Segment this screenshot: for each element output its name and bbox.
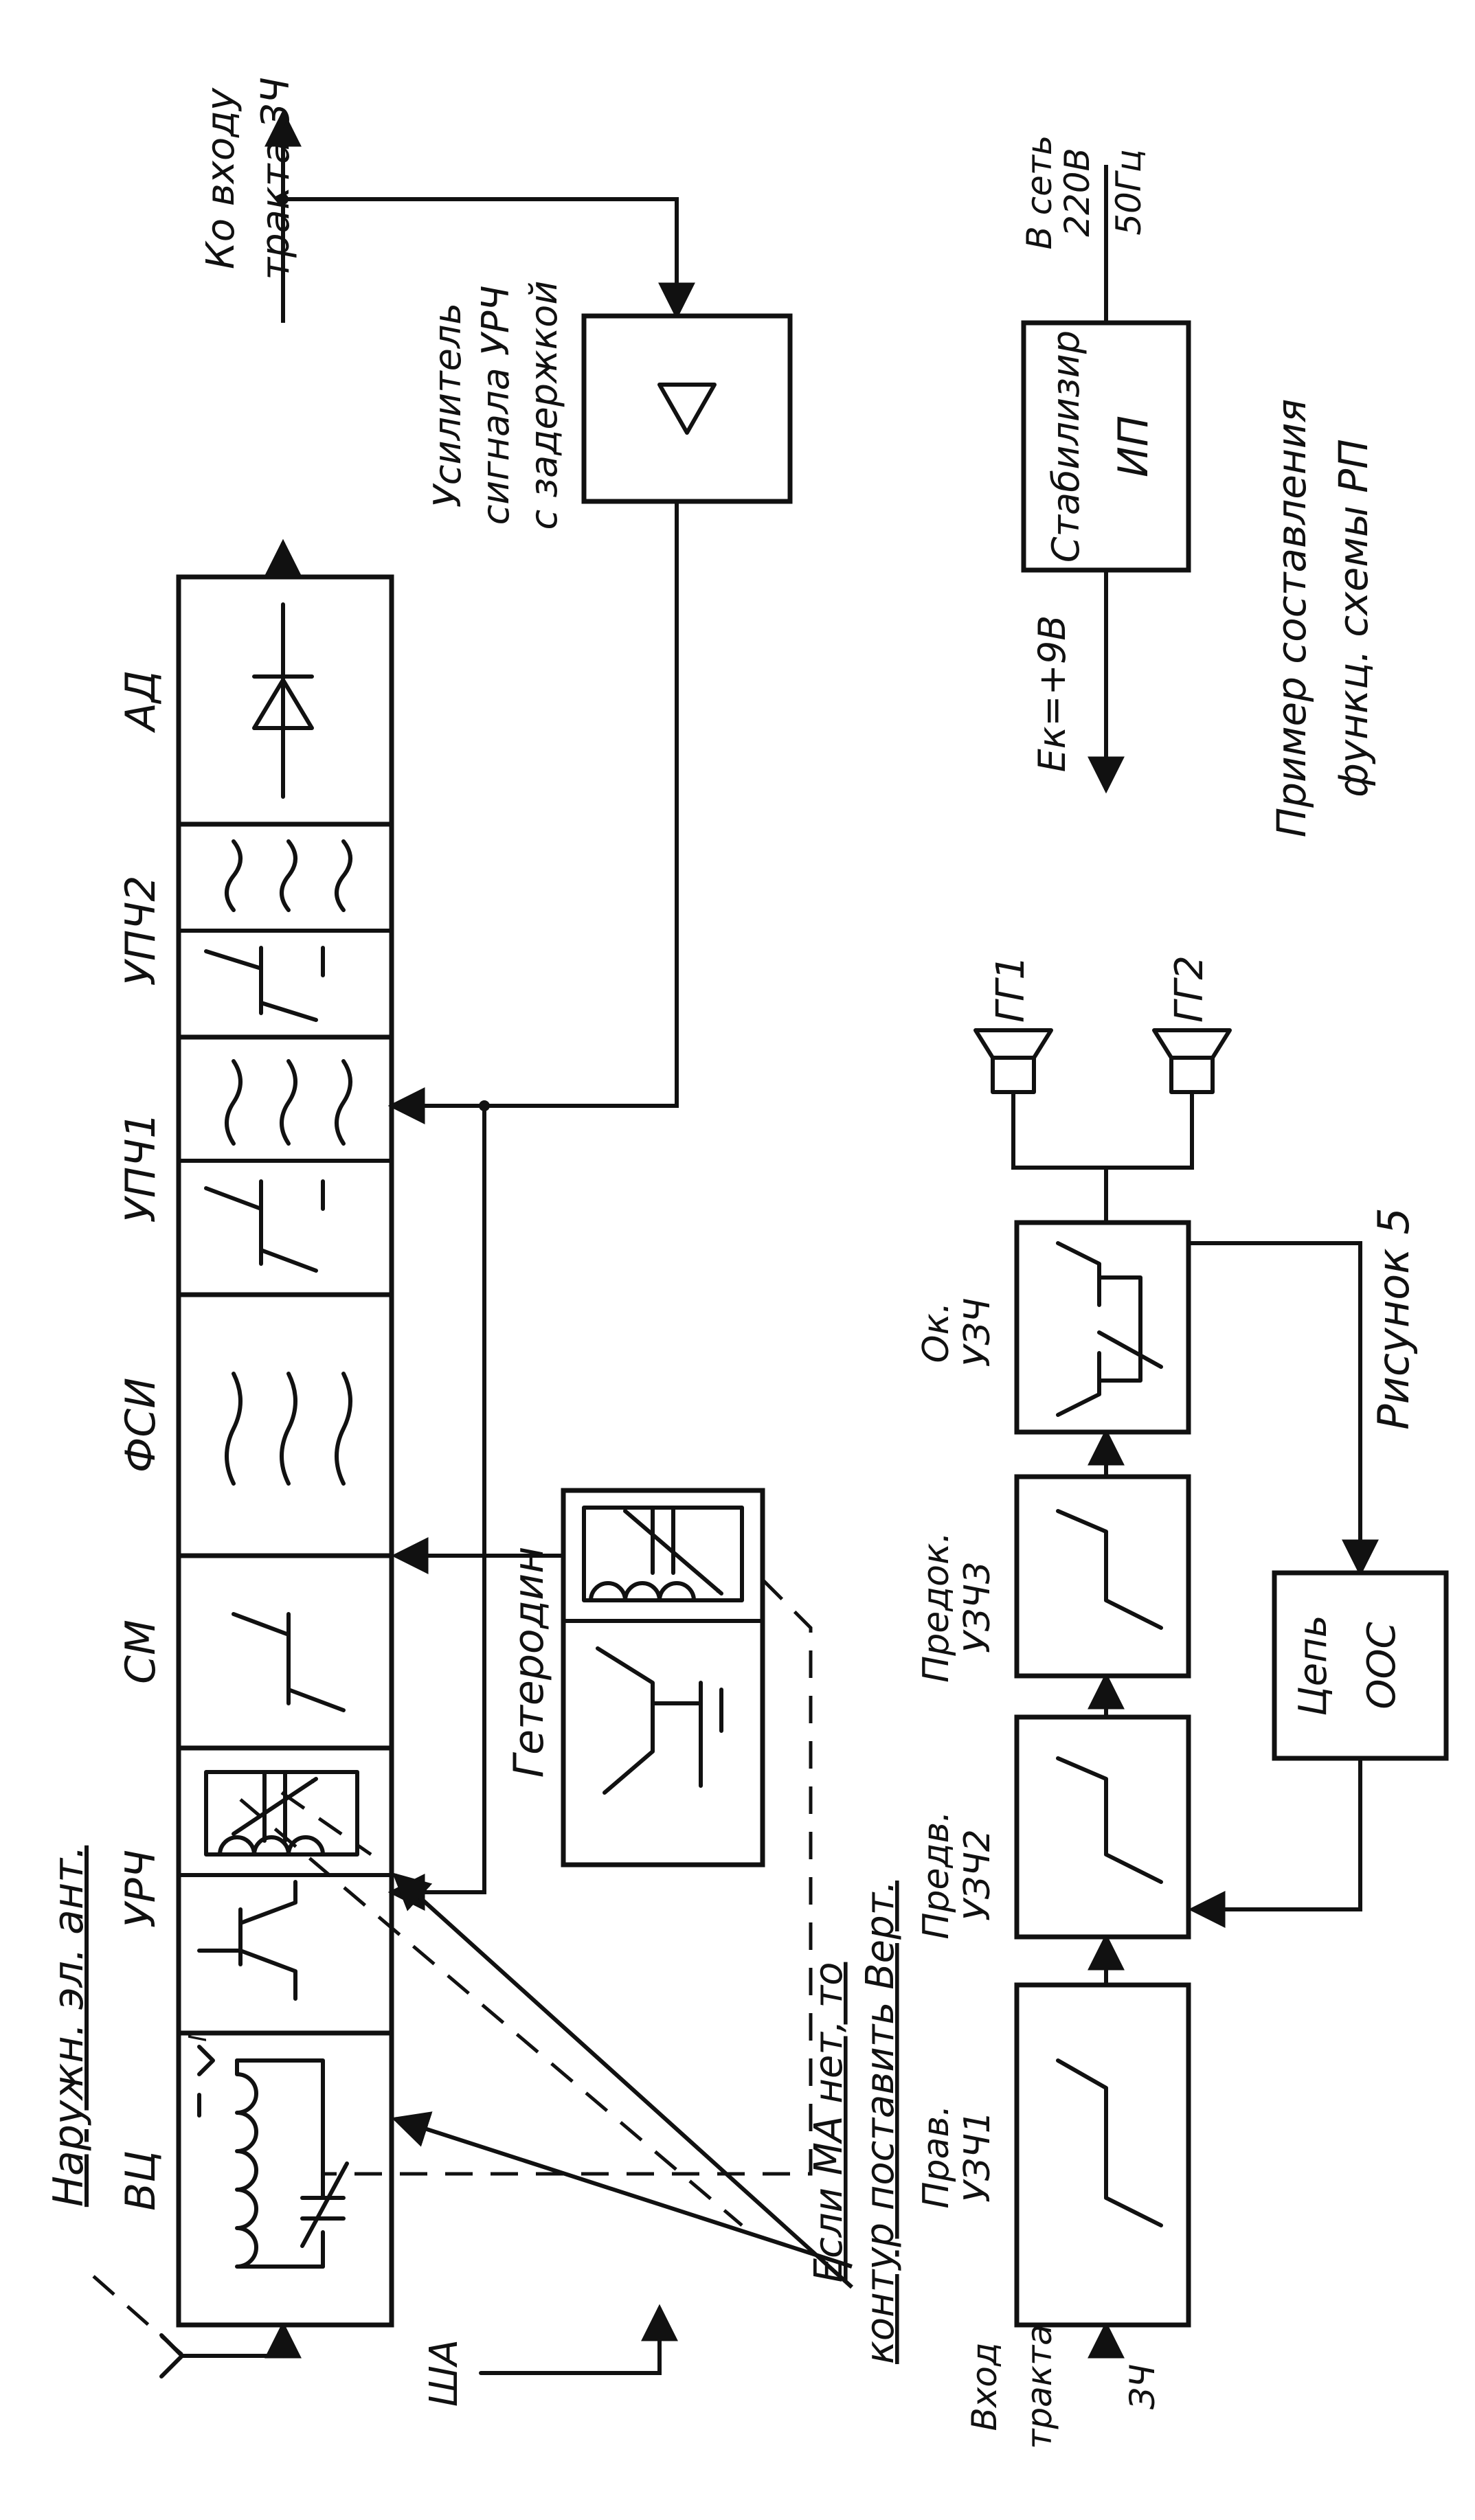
output-label-line1: Ко входу <box>199 87 243 269</box>
amplifier-triangle-icon <box>657 383 717 435</box>
agc-label-line2: сигнала УРЧ <box>474 286 517 525</box>
block-upch2 <box>176 821 394 1040</box>
speaker-gg1-icon <box>973 1028 1053 1094</box>
transistor-icon <box>1056 1509 1163 1630</box>
block-urch-label: УРЧ <box>117 1850 165 1928</box>
lc-tank-icon <box>204 1770 359 1857</box>
filter-icon <box>225 1372 352 1486</box>
block-uzch1-prefix: Прав. <box>916 2104 957 2208</box>
block-vc-label: ВЦ <box>117 2150 165 2211</box>
speaker-gg2-label: ГГ2 <box>1167 955 1212 1023</box>
transistor-icon <box>204 1179 325 1273</box>
transistor-icon <box>232 1612 346 1712</box>
block-geterodin <box>561 1488 765 1868</box>
block-uzch3-prefix: Предок. <box>916 1532 957 1683</box>
block-agc-amplifier <box>581 313 793 504</box>
block-upch1 <box>176 1034 394 1297</box>
caption-line2: функц. схемы РП <box>1330 439 1377 797</box>
block-sm <box>176 1553 394 1751</box>
output-label-line2: тракта ЗЧ <box>254 77 298 280</box>
block-uzch2-prefix: Предв. <box>916 1810 957 1939</box>
filter-icon <box>225 839 352 912</box>
external-antenna-lead <box>81 2265 183 2356</box>
note-line1: Если МА нет, то <box>807 1962 851 2283</box>
block-ad <box>176 574 394 827</box>
note-line2: контур поставить Верт. <box>858 1881 903 2364</box>
caption-line1: Пример составления <box>1268 399 1315 838</box>
audio-input-line3: ЗЧ <box>1123 2364 1162 2409</box>
transistor-icon <box>596 1646 723 1795</box>
wire-antenna-label: ША <box>422 2339 466 2407</box>
block-ip-label: ИП <box>1110 416 1158 477</box>
block-uzch3 <box>1014 1474 1191 1679</box>
transistor-icon <box>1056 1756 1163 1884</box>
speaker-gg1-label: ГГ1 <box>989 955 1033 1023</box>
block-power-supply <box>1021 165 1191 794</box>
figure-label: Рисунок 5 <box>1369 1207 1419 1430</box>
block-geterodin-label: Гетеродин <box>505 1547 553 1778</box>
coil-icon <box>235 2058 291 2269</box>
block-feedback-label1: Цепь <box>1291 1615 1336 1716</box>
agc-label-line1: Усилитель <box>426 303 469 508</box>
block-uzch1 <box>1014 1982 1191 2328</box>
mains-label-line1: В сеть <box>1020 135 1059 249</box>
magnetic-antenna-icon <box>197 2045 215 2076</box>
supply-voltage-label: Ек=+9В <box>1031 615 1074 773</box>
block-feedback <box>1272 1570 1449 1761</box>
speaker-gg2-icon <box>1152 1028 1232 1094</box>
block-uzch2 <box>1014 1714 1191 1940</box>
audio-input-line1: Вход <box>965 2342 1004 2431</box>
mains-label-line3: 50Гц <box>1109 149 1149 236</box>
block-fsi <box>176 1292 394 1558</box>
push-pull-transistors-icon <box>1056 1241 1163 1417</box>
agc-label-line3: с задержкой <box>522 281 565 530</box>
lc-tank-icon <box>582 1506 744 1602</box>
block-feedback-label2: ООС <box>1360 1622 1404 1709</box>
audio-input-line2: тракта <box>1020 2324 1059 2449</box>
block-uzch-output-prefix: Ок. <box>916 1302 957 1363</box>
transistor-icon <box>1056 2058 1163 2227</box>
gang-tuning-dashes <box>239 1578 813 2227</box>
note-pointer-urch <box>392 1872 854 2289</box>
block-fsi-label: ФСИ <box>117 1378 165 1473</box>
block-ad-label: АД <box>117 670 165 734</box>
block-uzch1-label: УЗЧ1 <box>957 2111 998 2203</box>
block-upch1-label: УПЧ1 <box>117 1113 165 1223</box>
mains-label-line2: 220В <box>1057 148 1097 237</box>
block-sm-label: СМ <box>117 1620 165 1684</box>
block-uzch2-label: УЗЧ2 <box>957 1829 998 1921</box>
block-uzch3-label: УЗЧ3 <box>957 1561 998 1653</box>
transistor-icon <box>204 946 325 1022</box>
wire-antenna-icon <box>479 2304 678 2375</box>
ext-antenna-label: Наружн. эл. ант. <box>45 1846 93 2207</box>
block-stab-label: Стабилизир <box>1044 330 1088 563</box>
note-pointer-vc <box>391 2111 853 2269</box>
block-upch2-label: УПЧ2 <box>117 876 165 986</box>
filter-icon <box>225 1059 352 1146</box>
diode-icon <box>252 602 314 799</box>
block-urch <box>176 1745 394 2036</box>
block-vc <box>176 2030 394 2328</box>
block-uzch-output <box>1014 1220 1191 1435</box>
block-uzch-output-label: УЗЧ <box>957 1298 998 1367</box>
